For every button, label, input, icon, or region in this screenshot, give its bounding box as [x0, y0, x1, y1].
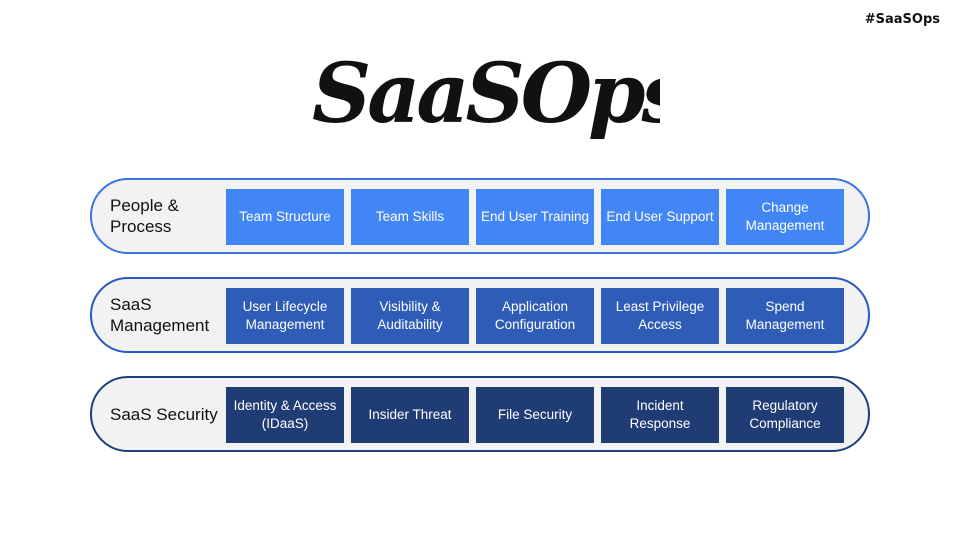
cell-application-configuration: Application Configuration: [476, 288, 594, 344]
cell-team-structure: Team Structure: [226, 189, 344, 245]
cell-least-privilege-access: Least Privilege Access: [601, 288, 719, 344]
saasops-logo: SaaSOps: [300, 40, 690, 150]
hashtag-label: #SaaSOps: [864, 12, 940, 27]
row-cells: User Lifecycle Management Visibility & A…: [226, 288, 844, 344]
cell-incident-response: Incident Response: [601, 387, 719, 443]
cell-regulatory-compliance: Regulatory Compliance: [726, 387, 844, 443]
cell-file-security: File Security: [476, 387, 594, 443]
cell-identity-access: Identity & Access (IDaaS): [226, 387, 344, 443]
cell-user-lifecycle-management: User Lifecycle Management: [226, 288, 344, 344]
cell-visibility-auditability: Visibility & Auditability: [351, 288, 469, 344]
logo-text: SaaSOps: [312, 46, 660, 142]
cell-insider-threat: Insider Threat: [351, 387, 469, 443]
row-label: People & Process: [110, 196, 179, 236]
cell-end-user-training: End User Training: [476, 189, 594, 245]
row-label: SaaS Security: [110, 404, 218, 424]
logo-svg: SaaSOps: [312, 46, 690, 142]
row-cells: Identity & Access (IDaaS) Insider Threat…: [226, 387, 844, 443]
cell-team-skills: Team Skills: [351, 189, 469, 245]
row-saas-management: SaaS Management User Lifecycle Managemen…: [90, 277, 870, 353]
row-saas-security: SaaS Security Identity & Access (IDaaS) …: [90, 376, 870, 452]
cell-change-management: Change Management: [726, 189, 844, 245]
row-label: SaaS Management: [110, 295, 210, 335]
row-people-process: People & Process Team Structure Team Ski…: [90, 178, 870, 254]
cell-spend-management: Spend Management: [726, 288, 844, 344]
row-cells: Team Structure Team Skills End User Trai…: [226, 189, 844, 245]
cell-end-user-support: End User Support: [601, 189, 719, 245]
